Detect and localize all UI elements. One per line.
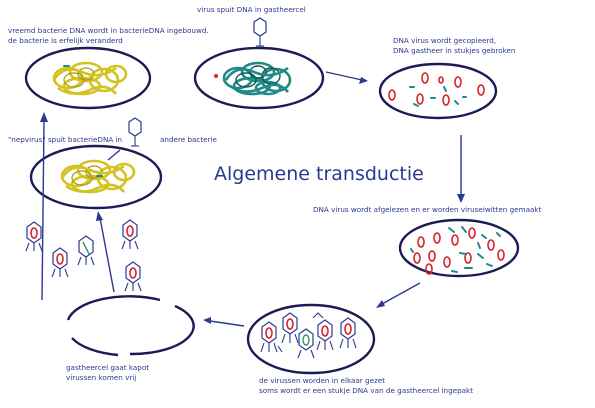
broken-cell-outline bbox=[66, 295, 161, 321]
host-cell bbox=[378, 62, 498, 120]
caption-dna-copied-1: DNA virus wordt gecopieerd, bbox=[393, 36, 496, 45]
arrow-cell4-to-broken bbox=[203, 317, 245, 327]
caption-cell-breaks-1: gastheercel gaat kapot bbox=[66, 363, 149, 372]
caption-dna-read: DNA virus wordt afgelezen en er worden v… bbox=[313, 205, 542, 214]
arrow-cell1-to-cell2 bbox=[325, 71, 368, 84]
cell-other-bacterium bbox=[29, 117, 163, 210]
caption-dna-copied-2: DNA gastheer in stukjes gebroken bbox=[393, 46, 515, 55]
arrow-cell3-to-cell4 bbox=[376, 282, 421, 308]
diagram-title: Algemene transductie bbox=[214, 163, 424, 185]
cell-virus-injection bbox=[193, 17, 325, 110]
virus-icon bbox=[253, 17, 267, 47]
caption-foreign-1: vreemd bacterie DNA wordt in bacterieDNA… bbox=[8, 26, 209, 35]
caption-assembled-2: soms wordt er een stukje DNA van de gast… bbox=[259, 386, 473, 395]
caption-virus-injects: virus spuit DNA in gastheercel bbox=[197, 5, 306, 14]
arrow-broken-to-other bbox=[96, 211, 115, 293]
virus-dna-tangle bbox=[222, 61, 292, 96]
cell-dna-copied bbox=[378, 62, 498, 120]
arrow-fake-virus-inject bbox=[107, 149, 121, 161]
caption-other-bacterium: andere bacterie bbox=[160, 135, 218, 144]
arrow-other-to-changed bbox=[40, 112, 48, 301]
red-dot bbox=[214, 74, 218, 78]
caption-fake-virus: "nepvirus" spuit bacterieDNA in bbox=[8, 135, 122, 144]
arrow-cell2-to-cell3 bbox=[457, 135, 465, 203]
cell-proteins-made bbox=[398, 218, 520, 278]
cell-changed-bacterium bbox=[24, 46, 152, 110]
fake-virus-icon bbox=[128, 117, 142, 147]
assembled-viruses bbox=[260, 312, 357, 359]
caption-assembled-1: de virussen worden in elkaar gezet bbox=[259, 376, 385, 385]
host-dna-tangle bbox=[60, 159, 136, 194]
caption-foreign-2: de bacterie is erfelijk veranderd bbox=[8, 36, 123, 45]
host-dna-tangle bbox=[52, 61, 128, 96]
host-cell bbox=[398, 218, 520, 278]
caption-cell-breaks-2: virussen komen vrij bbox=[66, 373, 136, 382]
cell-viruses-assembled bbox=[246, 303, 376, 375]
released-viruses bbox=[25, 219, 142, 292]
cell-broken bbox=[66, 295, 195, 357]
